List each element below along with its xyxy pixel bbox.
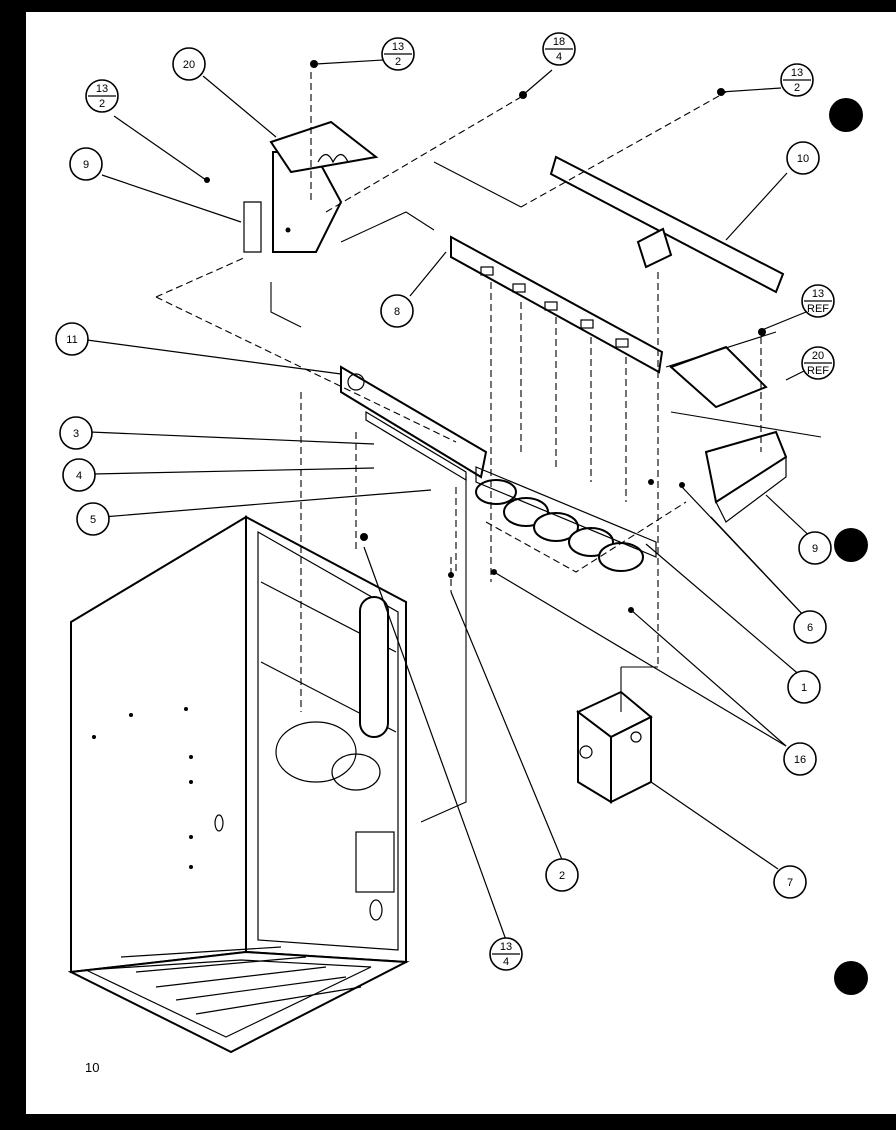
svg-text:11: 11: [66, 334, 77, 346]
furnace-cabinet: [67, 515, 410, 1054]
svg-text:10: 10: [797, 153, 809, 165]
top-rail: [549, 155, 785, 294]
svg-text:1: 1: [801, 682, 807, 694]
callout-10: 10: [786, 141, 820, 175]
svg-text:18: 18: [553, 36, 565, 48]
svg-text:7: 7: [787, 877, 793, 889]
svg-text:4: 4: [503, 956, 509, 968]
left-bracket-assembly: [243, 120, 379, 253]
svg-text:13: 13: [96, 83, 108, 95]
callout-13-ref: 13 REF: [801, 284, 835, 318]
callout-4: 4: [62, 458, 96, 492]
gas-valve: [576, 690, 653, 804]
binder-hole-bottom: [834, 961, 868, 995]
callout-6: 6: [793, 610, 827, 644]
svg-text:20: 20: [812, 350, 824, 362]
callout-13-2-top: 13 2: [381, 37, 415, 71]
binder-hole-middle: [834, 528, 868, 562]
right-bracket-assembly: [669, 345, 788, 523]
callout-7: 7: [773, 865, 807, 899]
svg-text:16: 16: [794, 754, 806, 766]
svg-text:2: 2: [99, 98, 105, 110]
svg-text:9: 9: [812, 543, 818, 555]
burners: [475, 466, 657, 572]
leader-lines: [86, 59, 817, 941]
svg-text:2: 2: [794, 82, 800, 94]
callout-20: 20: [172, 47, 206, 81]
callout-13-4: 13 4: [489, 937, 523, 971]
svg-text:5: 5: [90, 514, 96, 526]
svg-text:8: 8: [394, 306, 400, 318]
diagram-sheet: 20 13 2 13 2 18 4 13 2 9 10 8 13 RE: [26, 12, 896, 1114]
manifold-bracket: [450, 235, 664, 374]
svg-text:13: 13: [500, 941, 512, 953]
binder-hole-top: [829, 98, 863, 132]
svg-text:2: 2: [395, 56, 401, 68]
svg-text:9: 9: [83, 159, 89, 171]
svg-text:REF: REF: [807, 303, 829, 315]
callout-18-4: 18 4: [542, 32, 576, 66]
callout-16: 16: [783, 742, 817, 776]
svg-text:4: 4: [556, 51, 562, 63]
callout-8: 8: [380, 294, 414, 328]
svg-text:13: 13: [812, 288, 824, 300]
fasteners: [204, 60, 766, 613]
svg-text:REF: REF: [807, 365, 829, 377]
svg-text:13: 13: [392, 41, 404, 53]
callout-11: 11: [55, 322, 89, 356]
svg-text:13: 13: [791, 67, 803, 79]
svg-text:3: 3: [73, 428, 79, 440]
callout-13-2-right: 13 2: [780, 63, 814, 97]
callout-13-2-left: 13 2: [85, 79, 119, 113]
callout-1: 1: [787, 670, 821, 704]
callout-5: 5: [76, 502, 110, 536]
svg-text:20: 20: [183, 59, 195, 71]
callout-9-left: 9: [69, 147, 103, 181]
callout-9-right: 9: [798, 531, 832, 565]
page-number: 10: [85, 1060, 99, 1075]
callout-2: 2: [545, 858, 579, 892]
svg-text:6: 6: [807, 622, 813, 634]
assembly-lines: [155, 72, 822, 823]
exploded-parts-diagram: 20 13 2 13 2 18 4 13 2 9 10 8 13 RE: [55, 32, 868, 1075]
svg-text:4: 4: [76, 470, 82, 482]
callout-20-ref: 20 REF: [801, 346, 835, 380]
callout-3: 3: [59, 416, 93, 450]
svg-text:2: 2: [559, 870, 565, 882]
burner-rack: [340, 365, 488, 482]
